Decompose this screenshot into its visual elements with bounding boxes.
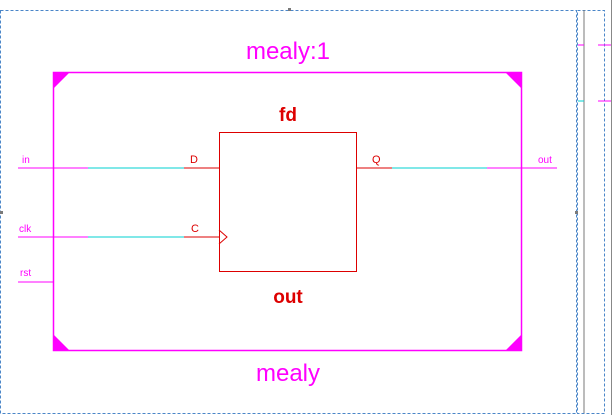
pin-d-label: D <box>190 154 198 166</box>
corner-marker-bottom-left <box>53 334 70 351</box>
port-clk-label[interactable]: clk <box>19 224 32 235</box>
corner-marker-bottom-right <box>505 334 522 351</box>
pin-c-label: C <box>191 223 199 235</box>
port-out-label[interactable]: out <box>538 155 552 166</box>
port-in-label[interactable]: in <box>22 155 30 166</box>
instance-name-label: mealy:1 <box>246 38 330 65</box>
module-name-label: mealy <box>256 360 320 387</box>
corner-marker-top-left <box>53 72 70 89</box>
cell-fd[interactable] <box>218 132 357 272</box>
module-mealy[interactable] <box>52 71 523 352</box>
cell-type-label: fd <box>279 105 297 126</box>
pin-q-label: Q <box>372 154 381 166</box>
cell-instance-label: out <box>273 287 303 308</box>
corner-marker-top-right <box>505 72 522 89</box>
module-boundary <box>52 71 523 352</box>
clock-edge-marker <box>218 229 228 245</box>
port-rst-label[interactable]: rst <box>20 268 31 279</box>
cell-body <box>219 132 357 272</box>
